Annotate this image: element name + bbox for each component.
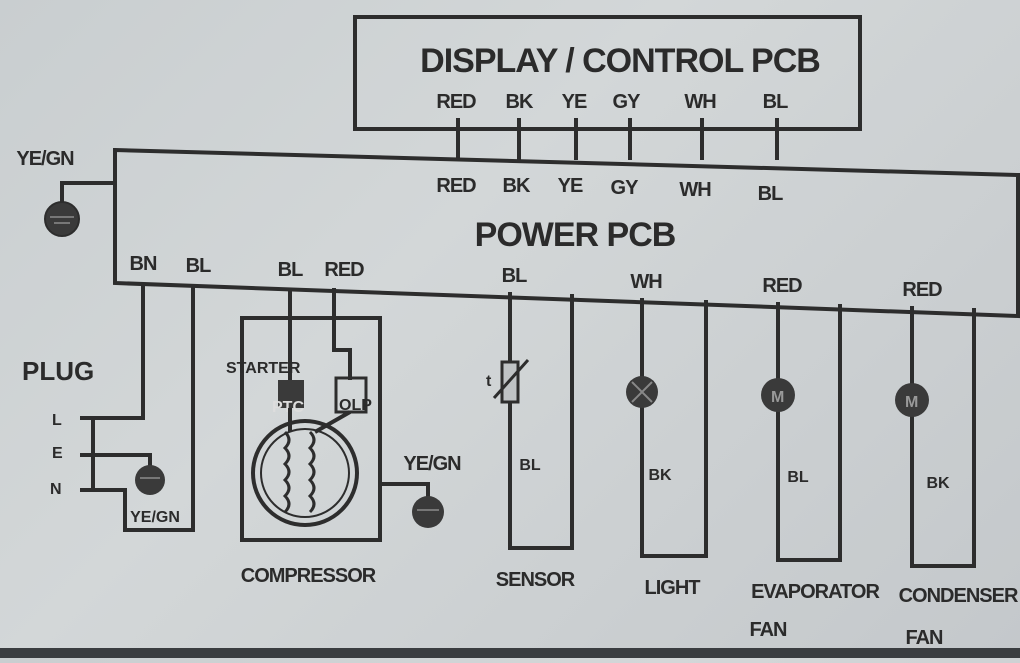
evaporator-fan-wire-label: BL bbox=[787, 469, 809, 486]
display-terminal-bl: BL bbox=[763, 91, 788, 113]
power-terminal-bl: BL bbox=[758, 183, 783, 205]
svg-text:M: M bbox=[905, 394, 918, 411]
light-bulb-icon bbox=[626, 376, 658, 408]
evaporator-fan-label-line1: EVAPORATOR bbox=[751, 581, 880, 603]
compressor-motor-icon bbox=[251, 408, 359, 527]
power-bottom-terminal-red-3: RED bbox=[902, 279, 942, 301]
power-bottom-terminal-bl-3: BL bbox=[502, 265, 527, 287]
plug-title: PLUG bbox=[22, 356, 94, 386]
power-bottom-terminal-bl-1: BL bbox=[186, 255, 211, 277]
display-terminal-wh: WH bbox=[684, 91, 716, 113]
sensor-thermistor-icon bbox=[492, 358, 530, 404]
display-control-pcb-box bbox=[353, 15, 862, 131]
light-label: LIGHT bbox=[645, 577, 701, 599]
display-terminal-red: RED bbox=[436, 91, 476, 113]
compressor-ground-label: YE/GN bbox=[403, 453, 461, 475]
display-terminal-ye: YE bbox=[562, 91, 587, 113]
compressor-wire-red bbox=[332, 288, 352, 380]
condenser-fan-loop-wire bbox=[910, 306, 976, 568]
pcb-interconnect-wires bbox=[456, 118, 779, 160]
condenser-fan-icon: M bbox=[895, 383, 929, 417]
sensor-label: SENSOR bbox=[496, 569, 576, 591]
light-loop-wire bbox=[640, 298, 708, 558]
compressor-label: COMPRESSOR bbox=[241, 565, 377, 587]
display-terminal-gy: GY bbox=[613, 91, 642, 113]
power-pcb-box bbox=[113, 147, 1020, 319]
compressor-ptc bbox=[278, 380, 304, 408]
svg-text:M: M bbox=[771, 389, 784, 406]
evaporator-fan-loop-wire bbox=[776, 302, 842, 562]
pcb-ground-label: YE/GN bbox=[16, 148, 74, 170]
display-terminal-bk: BK bbox=[506, 91, 534, 113]
pcb-ground-icon bbox=[44, 201, 80, 237]
power-terminal-wh: WH bbox=[679, 179, 711, 201]
plug-wire-label: YE/GN bbox=[130, 509, 180, 526]
plug-pin-e: E bbox=[52, 445, 63, 462]
power-bottom-terminal-wh: WH bbox=[630, 271, 662, 293]
plug-symbol bbox=[80, 416, 106, 492]
plug-ground-icon bbox=[135, 465, 165, 495]
display-pcb-title: DISPLAY / CONTROL PCB bbox=[420, 42, 820, 80]
pcb-ground-wire bbox=[60, 181, 115, 203]
plug-l-wire bbox=[106, 285, 145, 420]
power-bottom-terminal-red-1: RED bbox=[324, 259, 364, 281]
condenser-fan-label-line1: CONDENSER bbox=[899, 585, 1019, 607]
power-terminal-red: RED bbox=[436, 175, 476, 197]
condenser-fan-wire-label: BK bbox=[926, 475, 950, 492]
compressor-olp bbox=[334, 376, 368, 414]
compressor-olp-label: OLP bbox=[339, 397, 372, 414]
sensor-wire-label: BL bbox=[519, 457, 541, 474]
power-bottom-terminal-red-2: RED bbox=[762, 275, 802, 297]
power-bottom-terminal-bl-2: BL bbox=[278, 259, 303, 281]
plug-pin-n: N bbox=[50, 481, 62, 498]
bottom-edge bbox=[0, 648, 1020, 658]
condenser-fan-label-line2: FAN bbox=[906, 627, 944, 649]
sensor-loop-wire bbox=[508, 292, 574, 550]
evaporator-fan-label-line2: FAN bbox=[750, 619, 788, 641]
compressor-ptc-label: PTC bbox=[272, 399, 304, 416]
power-terminal-bk: BK bbox=[503, 175, 531, 197]
power-bottom-terminal-bn: BN bbox=[130, 253, 157, 275]
compressor-ground-wire bbox=[380, 482, 430, 498]
evaporator-fan-icon: M bbox=[761, 378, 795, 412]
power-pcb-title: POWER PCB bbox=[475, 216, 676, 254]
compressor-ground-icon bbox=[412, 496, 444, 528]
compressor-box bbox=[240, 316, 382, 542]
plug-pin-l: L bbox=[52, 412, 62, 429]
power-terminal-ye: YE bbox=[558, 175, 583, 197]
plug-n-wire bbox=[106, 287, 195, 532]
light-wire-label: BK bbox=[648, 467, 672, 484]
power-terminal-gy: GY bbox=[611, 177, 640, 199]
compressor-starter-label: STARTER bbox=[226, 360, 301, 377]
sensor-symbol-label: t bbox=[486, 373, 492, 390]
